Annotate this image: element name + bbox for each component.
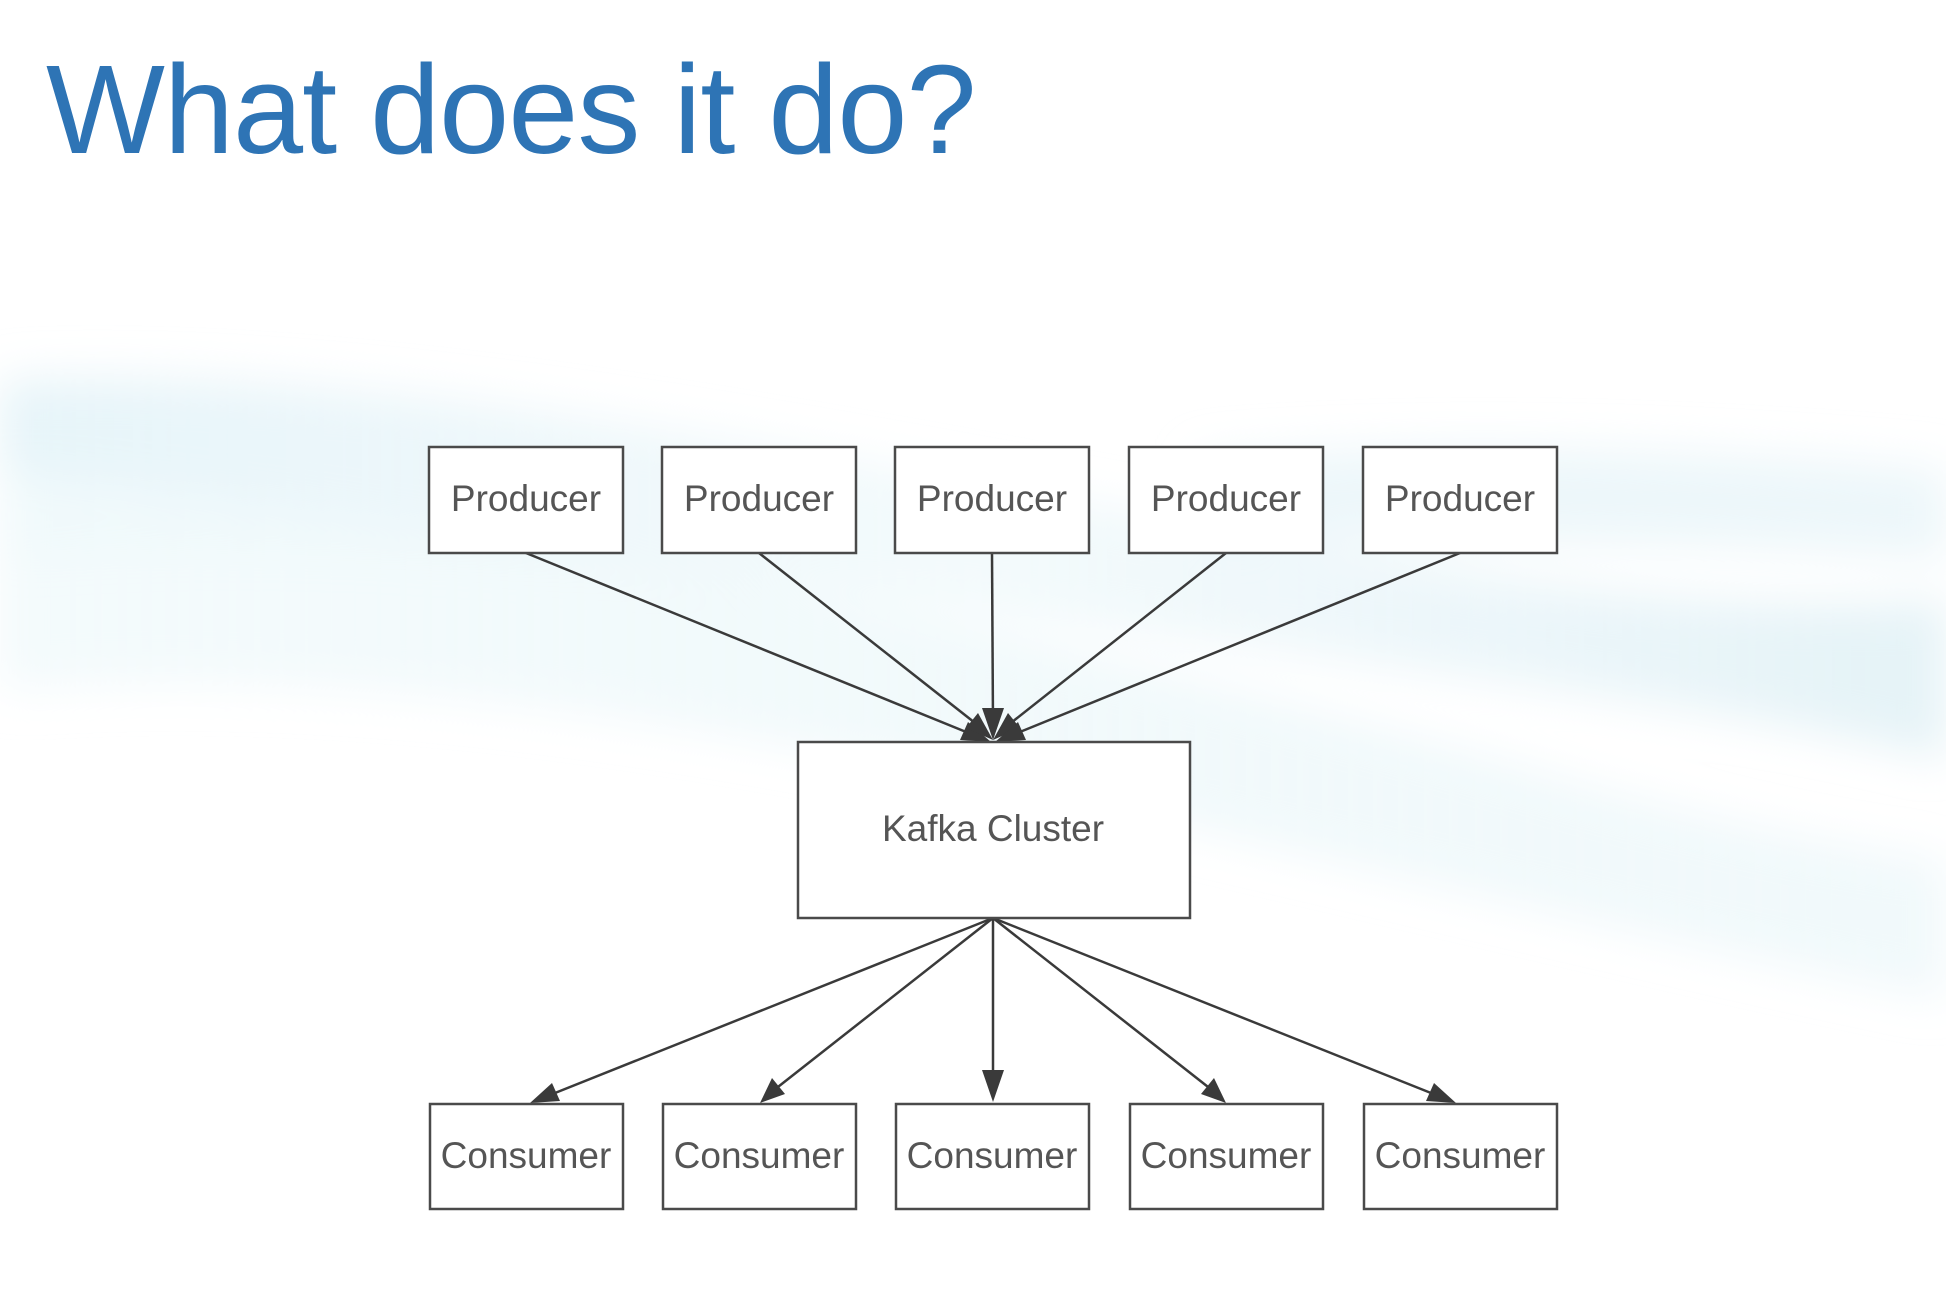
cluster-node: Kafka Cluster [796, 740, 1192, 920]
consumer-label: Consumer [1141, 1135, 1312, 1176]
edge-cluster-to-consumer-2 [760, 917, 994, 1103]
edges-layer [525, 551, 1461, 1103]
slide-title: What does it do? [46, 39, 977, 180]
consumers-layer: Consumer Consumer Consumer Consumer Cons… [428, 1102, 1559, 1211]
edge-cluster-to-consumer-1 [530, 916, 994, 1103]
producers-layer: Producer Producer Producer Producer Prod… [427, 445, 1559, 555]
edge-cluster-to-consumer-3 [982, 918, 1004, 1102]
producer-node: Producer [427, 445, 625, 555]
producer-label: Producer [684, 478, 834, 519]
edge-cluster-to-consumer-4 [992, 917, 1226, 1103]
consumer-node: Consumer [894, 1102, 1091, 1211]
consumer-node: Consumer [1128, 1102, 1325, 1211]
producer-label: Producer [1385, 478, 1535, 519]
consumer-label: Consumer [674, 1135, 845, 1176]
producer-node: Producer [1361, 445, 1559, 555]
producer-node: Producer [1127, 445, 1325, 555]
consumer-node: Consumer [661, 1102, 858, 1211]
edge-cluster-to-consumer-5 [992, 916, 1456, 1103]
edge-producer-3-to-cluster [982, 552, 1004, 740]
edge-producer-1-to-cluster [525, 551, 991, 742]
producer-node: Producer [660, 445, 858, 555]
producer-node: Producer [893, 445, 1091, 555]
cluster-label: Kafka Cluster [882, 808, 1104, 849]
producer-label: Producer [1151, 478, 1301, 519]
consumer-label: Consumer [907, 1135, 1078, 1176]
edge-producer-4-to-cluster [993, 552, 1227, 740]
consumer-node: Consumer [428, 1102, 625, 1211]
producer-label: Producer [917, 478, 1067, 519]
consumer-label: Consumer [1375, 1135, 1546, 1176]
edge-producer-5-to-cluster [995, 551, 1461, 742]
producer-label: Producer [451, 478, 601, 519]
edge-producer-2-to-cluster [758, 552, 993, 740]
consumer-node: Consumer [1362, 1102, 1559, 1211]
consumer-label: Consumer [441, 1135, 612, 1176]
